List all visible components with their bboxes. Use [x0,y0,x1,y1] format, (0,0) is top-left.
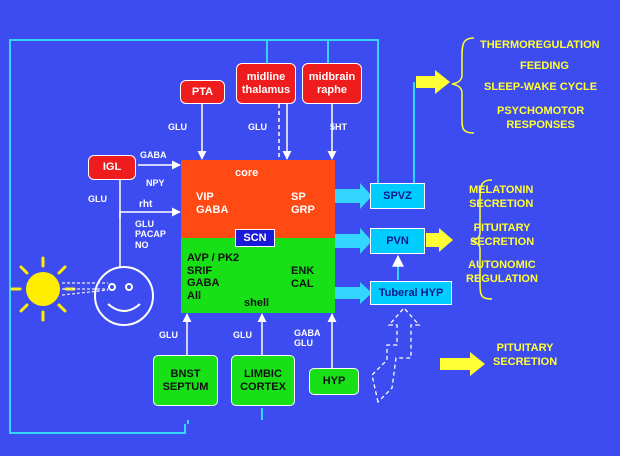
pituitary-text-1: PITUITARY SECRETION [470,222,535,249]
thalamus-glu-label: GLU [248,122,267,132]
pituitary-text-2: PITUITARY SECRETION [493,342,558,369]
pta-glu-label: GLU [168,122,187,132]
yellow-arrow-top [416,70,450,94]
core-right-text: SP GRP [291,191,315,216]
scn-to-tuberal-arrow [335,282,372,304]
feeding-text: FEEDING [520,60,569,72]
midline-thalamus-node: midline thalamus [236,63,296,104]
igl-glu-label: GLU [88,194,107,204]
psychomotor-text: PSYCHOMOTOR RESPONSES [497,105,585,132]
face-icon [94,266,154,326]
scn-core [181,160,335,238]
scn-to-pvn-arrow [335,228,372,254]
yellow-arrow-pvn [426,228,453,252]
hyp-node: HYP [309,368,359,395]
bnst-glu-label: GLU [159,330,178,340]
igl-gaba-label: GABA [140,150,167,160]
sleep-wake-text: SLEEP-WAKE CYCLE [484,81,598,93]
sun-icon [10,256,76,322]
shell-right-text: ENK CAL [291,265,315,290]
bracket-top [451,37,475,134]
bracket-right [470,179,493,300]
shell-left-text: AVP / PK2 SRIF GABA All [187,252,240,302]
pta-node: PTA [180,80,225,104]
light-rays [61,282,109,296]
shell-label: shell [244,297,270,309]
core-left-text: VIP GABA [196,191,229,216]
midbrain-raphe-node: midbrain raphe [302,63,362,104]
scn-label: SCN [235,229,275,247]
limbic-cortex-node: LIMBIC CORTEX [231,355,295,406]
core-label: core [235,167,259,179]
pvn-node: PVN [370,228,425,254]
raphe-5ht-label: 5HT [330,122,348,132]
scn-shell [181,238,335,313]
bnst-septum-node: BNST SEPTUM [153,355,218,406]
tuberal-hyp-node: Tuberal HYP [370,281,452,305]
dashed-outline-arrow [371,307,421,404]
scn-to-spvz-arrow [335,183,372,209]
limbic-glu-label: GLU [233,330,252,340]
igl-node: IGL [88,155,136,180]
frame-line [9,39,379,434]
spvz-node: SPVZ [370,183,425,209]
rht-label: rht [139,199,153,210]
yellow-arrow-bottom [440,352,485,376]
thermoregulation-text: THERMOREGULATION [480,39,600,51]
igl-npy-label: NPY [146,178,165,188]
rht-arrow [119,207,181,268]
hyp-gaba-glu-label: GABA GLU [294,328,321,349]
autonomic-text: AUTONOMIC REGULATION [466,259,538,286]
retina-transmitters-label: GLU PACAP NO [135,219,166,250]
melatonin-text: MELATONIN SECRETION [469,184,534,211]
